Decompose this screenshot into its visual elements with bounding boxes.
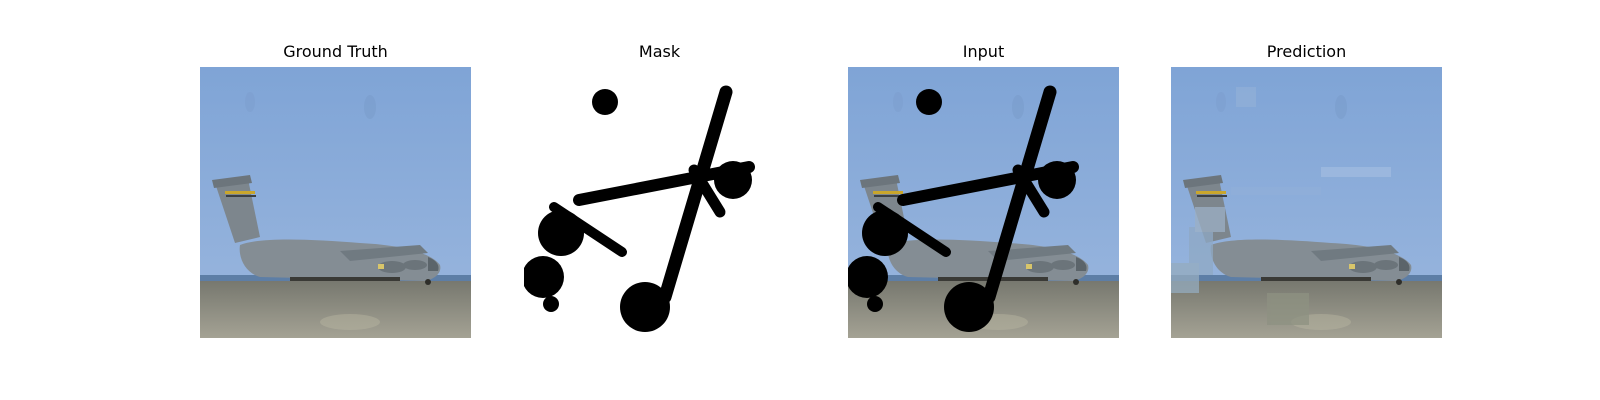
mask-title: Mask [638,42,681,61]
ground-truth-title: Ground Truth [283,42,388,61]
input-title: Input [962,42,1005,61]
ground-truth-image [200,67,471,338]
mask-image [524,67,795,338]
prediction-image [1171,67,1442,338]
prediction-title: Prediction [1266,42,1347,61]
input-image [848,67,1119,338]
